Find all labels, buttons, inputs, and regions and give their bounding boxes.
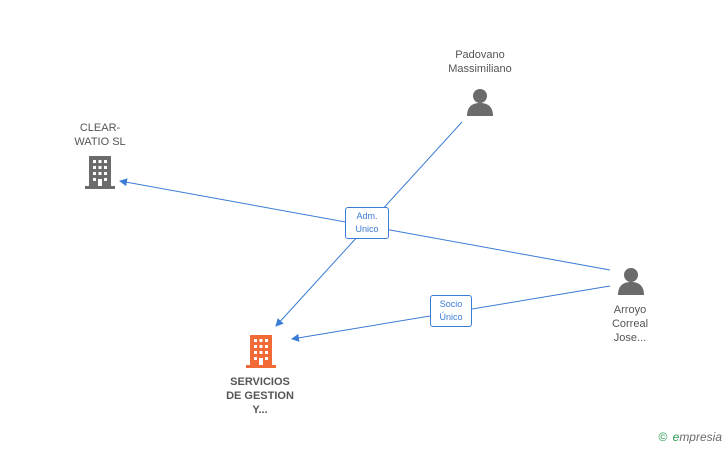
- edge-label-line: Adm.: [356, 211, 378, 221]
- node-label-line: WATIO SL: [74, 136, 126, 148]
- building-icon[interactable]: [85, 156, 115, 189]
- node-label-arroyo[interactable]: Arroyo Correal Jose...: [590, 303, 670, 345]
- building-icon[interactable]: [246, 335, 276, 368]
- node-label-clear-watio[interactable]: CLEAR- WATIO SL: [50, 121, 150, 149]
- person-icon[interactable]: [618, 268, 644, 295]
- node-label-line: CLEAR-: [79, 122, 121, 134]
- person-icon[interactable]: [467, 89, 493, 116]
- node-label-line: Correal: [611, 318, 649, 330]
- edge-label-socio-unico[interactable]: Socio Único: [430, 295, 472, 327]
- node-label-line: Y...: [252, 404, 268, 416]
- node-label-line: Massimiliano: [448, 63, 512, 75]
- copyright-symbol: ©: [658, 430, 668, 444]
- logo-initial: e: [672, 430, 680, 444]
- empresia-logo: empresia: [673, 430, 722, 444]
- edge-label-line: Unico: [355, 224, 379, 234]
- node-label-padovano[interactable]: Padovano Massimiliano: [420, 48, 540, 76]
- node-label-line: Jose...: [613, 332, 647, 344]
- node-label-servicios[interactable]: SERVICIOS DE GESTION Y...: [200, 375, 320, 417]
- edge-label-line: Socio: [439, 299, 463, 309]
- edge-label-adm-unico[interactable]: Adm. Unico: [345, 207, 389, 239]
- node-label-line: SERVICIOS: [230, 376, 290, 388]
- node-label-line: DE GESTION: [226, 390, 294, 402]
- logo-text: mpresia: [679, 430, 722, 444]
- empresia-brand[interactable]: © empresia: [658, 430, 722, 444]
- node-label-line: Arroyo: [613, 304, 647, 316]
- node-label-line: Padovano: [455, 49, 505, 61]
- edge-label-line: Único: [439, 312, 463, 322]
